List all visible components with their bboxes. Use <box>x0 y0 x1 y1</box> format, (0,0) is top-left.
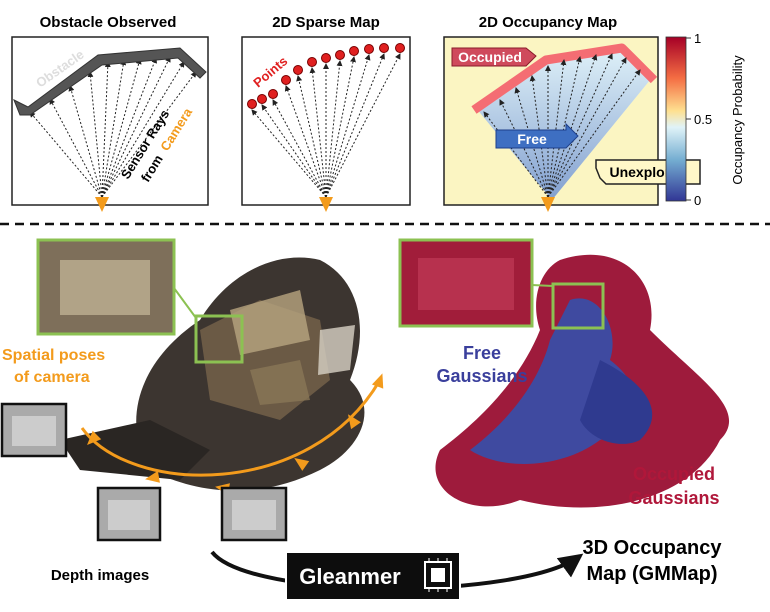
gaussian-zoom-box <box>551 282 605 330</box>
sensor-ray <box>547 57 627 198</box>
sensor-ray <box>547 59 567 198</box>
depth-image-2 <box>96 486 162 542</box>
occupied-label: Occupied <box>458 49 522 65</box>
colorbar-tick-1: 1 <box>694 31 701 46</box>
trajectory-arrowhead <box>145 470 160 483</box>
pointcloud-scene <box>60 257 365 491</box>
gaussian-map <box>435 254 730 508</box>
trajectory-arrowhead <box>371 373 384 389</box>
occupied-gaussians-label-1: Occupied <box>633 464 715 484</box>
sensor-ray <box>325 60 343 198</box>
map-label-1: 3D Occupancy <box>583 537 723 559</box>
sensor-ray <box>261 104 327 198</box>
gleanmer-box: Gleanmer <box>285 551 461 601</box>
depth-images-label: Depth images <box>51 567 149 584</box>
sensor-ray <box>272 99 327 198</box>
sparse-point <box>395 43 405 53</box>
obstacle-wall <box>13 47 207 116</box>
camera-marker-3 <box>541 197 555 212</box>
pointcloud-zoom-box <box>194 314 244 364</box>
sensor-ray <box>483 111 549 198</box>
sensor-ray <box>325 54 371 198</box>
camera-marker-2 <box>319 197 333 212</box>
sensor-ray <box>68 85 103 198</box>
panel-sparse-title: 2D Sparse Map <box>272 14 380 31</box>
sensor-ray <box>547 54 598 198</box>
panel-occupancy-title: 2D Occupancy Map <box>479 14 617 31</box>
occupied-tag <box>451 47 537 67</box>
chip-icon <box>424 558 452 592</box>
sensor-ray <box>296 75 327 198</box>
sparse-rays <box>251 53 401 198</box>
free-gaussians-label-1: Free <box>463 343 501 363</box>
sparse-point <box>335 50 345 60</box>
free-gaussians-label-2: Gaussians <box>436 366 527 386</box>
sensor-ray <box>251 109 327 198</box>
trajectory-arrowhead <box>347 414 361 430</box>
sensor-ray <box>101 57 157 198</box>
panel-sparse: 2D Sparse Map Points <box>241 14 411 212</box>
panel-occupancy: 2D Occupancy Map Occupied Free Unexplore… <box>443 14 701 212</box>
sparse-point <box>257 94 267 104</box>
occupied-gaussians-label-2: Gaussians <box>628 488 719 508</box>
panel-obstacle: Obstacle Observed Obstacle Sensor Rays f… <box>11 14 209 212</box>
sensor-ray <box>101 61 111 198</box>
free-label: Free <box>517 131 547 147</box>
sensor-ray <box>309 67 327 198</box>
depth-image-1 <box>0 402 68 458</box>
map-label-2: Map (GMMap) <box>586 563 717 585</box>
poses-label-1: Spatial poses <box>2 347 105 364</box>
free-tag <box>495 122 579 149</box>
sensor-ray <box>101 56 171 198</box>
sparse-point <box>379 43 389 53</box>
sparse-point <box>281 75 291 85</box>
sensor-ray <box>325 53 385 198</box>
sensor-ray <box>87 71 103 198</box>
sparse-point <box>364 44 374 54</box>
colorbar-tick-0: 0 <box>694 193 701 208</box>
camera-marker <box>95 197 109 212</box>
sparse-point <box>321 53 331 63</box>
sensor-ray <box>101 59 127 198</box>
sparse-points <box>247 43 405 109</box>
poses-label-2: of camera <box>14 369 90 386</box>
sparse-point <box>293 65 303 75</box>
camera-trajectory <box>80 379 382 477</box>
sensor-ray <box>29 111 103 198</box>
gleanmer-label: Gleanmer <box>299 564 401 589</box>
sparse-point <box>307 57 317 67</box>
sparse-point <box>247 99 257 109</box>
panel-obstacle-title: Obstacle Observed <box>40 14 177 31</box>
colorbar: 1 0.5 0 Occupancy Probability <box>665 31 745 208</box>
sensor-rays <box>29 56 197 198</box>
trajectory-arrowhead <box>87 430 102 445</box>
trajectory-arrowhead <box>294 457 310 471</box>
sensor-ray <box>325 53 401 198</box>
occupied-band <box>471 43 658 114</box>
sensor-ray <box>49 98 103 198</box>
colorbar-gradient <box>665 36 687 202</box>
sparse-point <box>349 46 359 56</box>
colorbar-label: Occupancy Probability <box>730 55 745 185</box>
depth-image-3 <box>220 486 288 542</box>
colorbar-tick-05: 0.5 <box>694 112 712 127</box>
sparse-point <box>268 89 278 99</box>
